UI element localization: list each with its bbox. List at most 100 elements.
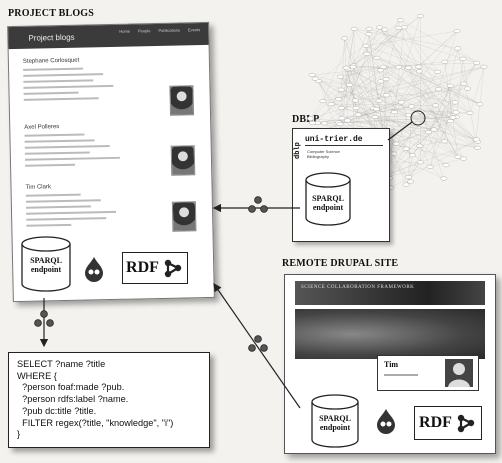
query-line: SELECT ?name ?title bbox=[17, 359, 106, 369]
graph-node bbox=[371, 114, 379, 119]
sparql-query-box: SELECT ?name ?title WHERE { ?person foaf… bbox=[8, 352, 210, 448]
graph-node bbox=[425, 130, 432, 135]
drupal-to-blogs-arrow bbox=[213, 283, 301, 409]
rdf-graph-icon bbox=[164, 259, 182, 278]
rdf-label: RDF bbox=[126, 259, 159, 276]
graph-node bbox=[344, 118, 351, 123]
graph-node bbox=[308, 72, 316, 77]
endpoint-label-line1: SPARQL bbox=[312, 194, 344, 203]
graph-node bbox=[321, 121, 328, 126]
project-blogs-caption: PROJECT BLOGS bbox=[8, 8, 95, 19]
endpoint-label-line1: SPARQL bbox=[30, 256, 62, 265]
graph-node bbox=[335, 97, 343, 102]
graph-node bbox=[342, 65, 350, 70]
rdf-box: RDF bbox=[122, 252, 188, 284]
tim-name: Tim bbox=[384, 360, 399, 369]
graph-node bbox=[466, 110, 474, 115]
endpoint-label-line2: endpoint bbox=[30, 265, 62, 274]
graph-node bbox=[446, 83, 454, 88]
graph-node bbox=[417, 14, 424, 19]
graph-node bbox=[449, 115, 457, 120]
project-blogs-screenshot: Project blogs Home People Publications E… bbox=[7, 21, 215, 303]
graph-node bbox=[338, 116, 346, 121]
drupal-endpoint-label: SPARQL endpoint bbox=[310, 414, 360, 432]
graph-node bbox=[398, 100, 405, 105]
graph-node bbox=[381, 27, 389, 32]
graph-node bbox=[337, 105, 345, 110]
graph-node bbox=[442, 163, 450, 168]
graph-node bbox=[395, 25, 403, 30]
graph-node bbox=[390, 151, 398, 156]
graph-node bbox=[407, 179, 414, 184]
person-details-lines bbox=[23, 67, 114, 101]
graph-node bbox=[473, 137, 480, 142]
query-line: ?person rdfs:label ?name. bbox=[17, 394, 129, 405]
dblp-sub-line: Computer Science bbox=[307, 149, 340, 154]
graph-node bbox=[383, 93, 390, 98]
tim-detail-line bbox=[384, 374, 418, 376]
query-line: ?pub dc:title ?title. bbox=[17, 405, 97, 416]
dblp-network-graph bbox=[307, 14, 488, 190]
dblp-sparql-endpoint bbox=[305, 172, 351, 226]
graph-node bbox=[454, 46, 462, 51]
drupal-drop-icon bbox=[85, 257, 103, 282]
graph-node bbox=[460, 156, 467, 161]
remote-drupal-caption: REMOTE DRUPAL SITE bbox=[282, 258, 399, 269]
site-banner: SCIENCE COLLABORATION FRAMEWORK bbox=[295, 281, 485, 305]
dblp-to-graph-line bbox=[387, 121, 413, 141]
graph-node bbox=[327, 102, 335, 107]
graph-node bbox=[346, 82, 353, 87]
person-entry: Stephane Corlosquet bbox=[23, 56, 144, 113]
graph-node bbox=[474, 145, 481, 150]
dblp-url: uni-trier.de bbox=[305, 135, 363, 144]
link-node-icons bbox=[34, 196, 268, 352]
graph-node bbox=[473, 60, 480, 65]
endpoint-label-line2: endpoint bbox=[319, 423, 351, 432]
dblp-sub-text: Computer Science Bibliography bbox=[307, 149, 340, 159]
graph-node bbox=[377, 68, 384, 73]
person-entry: Axel Polleres bbox=[24, 122, 145, 179]
graph-node bbox=[454, 154, 462, 159]
graph-node bbox=[373, 107, 380, 112]
graph-node bbox=[409, 153, 416, 158]
graph-node bbox=[441, 59, 449, 64]
graph-node bbox=[417, 160, 425, 165]
graph-node bbox=[375, 98, 383, 103]
endpoint-label-line1: SPARQL bbox=[319, 414, 351, 423]
query-line: } bbox=[17, 429, 21, 440]
person-entry: Tim Clark bbox=[25, 182, 146, 239]
graph-node bbox=[405, 175, 412, 180]
graph-node bbox=[435, 87, 442, 92]
drupal-sparql-endpoint bbox=[311, 394, 359, 448]
graph-node bbox=[336, 122, 344, 127]
dblp-endpoint-label: SPARQL endpoint bbox=[304, 194, 352, 212]
graph-node bbox=[426, 164, 434, 169]
graph-node bbox=[351, 98, 359, 103]
drupal-drop-icon bbox=[377, 409, 395, 434]
dblp-caption: DBLP bbox=[292, 114, 320, 125]
graph-node bbox=[363, 51, 371, 56]
graph-node bbox=[430, 127, 438, 132]
graph-node bbox=[451, 100, 459, 105]
graph-node bbox=[362, 43, 370, 48]
blogs-endpoint-label: SPARQL endpoint bbox=[20, 256, 72, 274]
person-details-lines bbox=[25, 193, 117, 227]
graph-node bbox=[392, 141, 400, 146]
graph-node bbox=[405, 65, 412, 70]
dblp-sub-line: Bibliography bbox=[307, 154, 330, 159]
graph-node bbox=[341, 36, 349, 41]
graph-node bbox=[480, 64, 488, 69]
graph-node bbox=[432, 103, 440, 108]
query-line: WHERE { bbox=[17, 370, 57, 381]
person-avatar-icon bbox=[445, 359, 473, 387]
graph-node bbox=[396, 18, 404, 23]
query-line: ?person foaf:made ?pub. bbox=[17, 382, 125, 393]
graph-node bbox=[319, 99, 327, 104]
graph-node bbox=[452, 110, 460, 115]
rdf-graph-icon bbox=[457, 414, 475, 433]
graph-node bbox=[349, 64, 357, 69]
graph-node bbox=[365, 32, 373, 37]
endpoint-label-line2: endpoint bbox=[312, 203, 344, 212]
graph-node bbox=[352, 106, 360, 111]
